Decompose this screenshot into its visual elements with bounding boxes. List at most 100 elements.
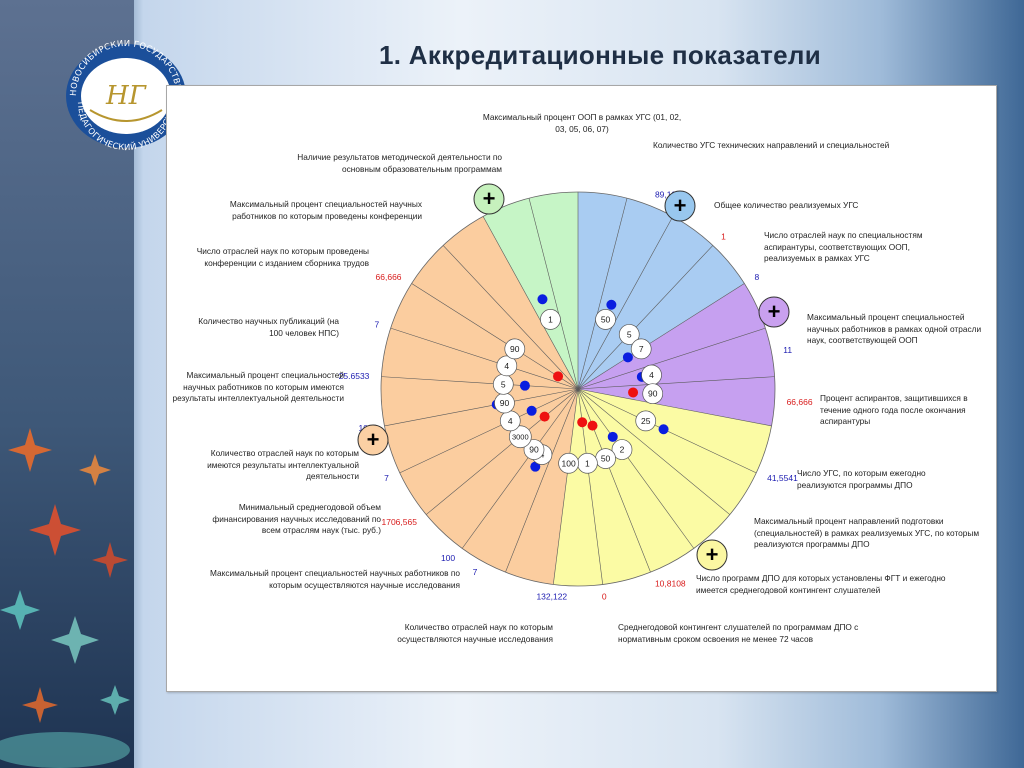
plus-badge-3 — [696, 539, 728, 571]
threshold-value-6: 2 — [620, 445, 625, 455]
university-logo: НОВОСИБИРСКИЙ ГОСУДАРСТВЕННЫЙ ПЕДАГОГИЧЕ… — [60, 40, 186, 152]
threshold-value-4: 90 — [648, 389, 658, 399]
spoke-line — [426, 388, 579, 515]
indicator-value-15: 25.6533 — [339, 371, 370, 381]
spoke-line — [381, 376, 579, 390]
indicator-value-1: 1 — [721, 232, 726, 242]
indicator-value-7: 10,8108 — [655, 578, 686, 588]
threshold-value-16: 4 — [504, 361, 509, 371]
indicator-value-8: 0 — [602, 591, 607, 601]
data-point-5 — [658, 424, 669, 435]
indicator-label-14: Максимальный процент специальностей науч… — [172, 370, 344, 403]
spoke-line — [577, 245, 714, 390]
indicator-label-2: Общее количество реализуемых УГС — [714, 200, 859, 210]
threshold-bubble-16 — [496, 355, 518, 377]
indicator-value-16: 7 — [374, 319, 379, 329]
threshold-value-14: 90 — [500, 398, 510, 408]
spoke-line — [528, 198, 579, 390]
threshold-bubble-17 — [504, 338, 526, 360]
spoke-line — [577, 388, 772, 427]
threshold-value-7: 50 — [601, 454, 611, 464]
threshold-bubble-11 — [523, 439, 545, 460]
indicator-value-12: 1706,565 — [382, 517, 418, 527]
threshold-bubble-2 — [630, 338, 652, 360]
indicator-value-11: 100 — [441, 553, 455, 563]
threshold-bubble-4 — [642, 383, 664, 405]
data-point-6 — [607, 431, 618, 442]
threshold-value-2: 7 — [639, 344, 644, 354]
indicator-label-13: Количество отраслей наук по которым имею… — [207, 448, 359, 481]
spoke-line — [505, 388, 579, 573]
data-point-2 — [622, 352, 633, 363]
threshold-value-11: 90 — [529, 445, 539, 455]
indicator-value-9: 132,122 — [536, 591, 567, 601]
indicator-label-18: Наличие результатов методической деятель… — [297, 152, 502, 174]
plus-badge-0 — [473, 183, 505, 215]
threshold-bubble-6 — [611, 439, 633, 460]
plus-badge-1 — [664, 190, 696, 222]
threshold-value-18: 1 — [548, 314, 553, 324]
threshold-bubble-12 — [508, 425, 532, 449]
threshold-bubble-9 — [558, 452, 579, 474]
threshold-value-17: 90 — [510, 344, 520, 354]
data-point-8 — [577, 417, 588, 428]
spoke-line — [442, 245, 579, 390]
indicator-value-13: 7 — [384, 473, 389, 483]
threshold-value-13: 4 — [508, 416, 513, 426]
indicator-label-15: Количество научных публикаций (на 100 че… — [198, 316, 339, 338]
data-point-17 — [553, 371, 564, 382]
spoke-line — [577, 198, 628, 390]
indicator-label-10: Количество отраслей наук по которым осущ… — [397, 622, 553, 644]
indicator-value-4: 66,666 — [787, 397, 813, 407]
plus-badge-symbol: + — [674, 193, 687, 218]
spoke-line — [577, 388, 730, 515]
indicator-label-11: Максимальный процент специальностей науч… — [210, 568, 460, 590]
indicator-label-3: Число отраслей наук по специальностям ас… — [764, 230, 923, 263]
threshold-value-1: 5 — [627, 329, 632, 339]
indicator-label-0: Максимальный процент ООП в рамках УГС (0… — [482, 112, 682, 134]
sector-blue-0 — [578, 192, 745, 389]
plus-badge-symbol: + — [367, 427, 380, 452]
spoke-line — [390, 327, 579, 390]
indicator-value-17: 66,666 — [376, 272, 402, 282]
data-point-10 — [530, 461, 541, 472]
plus-badge-symbol: + — [706, 542, 719, 567]
data-point-15 — [519, 380, 530, 391]
spoke-line — [577, 283, 745, 390]
spoke-line — [577, 216, 674, 390]
spoke-line — [577, 327, 766, 390]
indicator-label-8: Число программ ДПО для которых установле… — [696, 573, 946, 595]
data-point-7 — [587, 420, 598, 431]
spoke-line — [577, 388, 651, 573]
indicator-label-4: Максимальный процент специальностей науч… — [807, 312, 982, 345]
threshold-bubble-18 — [540, 309, 561, 330]
page-title: 1. Аккредитационные показатели — [379, 40, 821, 70]
logo-monogram: НГ — [105, 81, 147, 111]
radar-chart: 505749025250110049030004905490189,181811… — [339, 183, 813, 601]
indicator-value-3: 11 — [783, 345, 792, 355]
spoke-line — [461, 388, 579, 549]
indicator-label-17: Максимальный процент специальностей науч… — [229, 199, 422, 221]
indicator-label-7: Максимальный процент направлений подгото… — [754, 516, 980, 549]
indicator-value-10: 7 — [473, 567, 478, 577]
threshold-value-5: 25 — [641, 416, 651, 426]
spoke-line — [577, 388, 695, 549]
data-point-0 — [606, 299, 617, 310]
spoke-line — [577, 376, 775, 390]
plus-badge-symbol: + — [483, 186, 496, 211]
threshold-bubble-5 — [635, 410, 657, 432]
sector-green-4 — [483, 192, 578, 389]
threshold-value-15: 5 — [501, 379, 506, 389]
data-point-18 — [537, 294, 548, 305]
indicator-value-0: 89,18 — [655, 190, 677, 200]
threshold-value-12: 3000 — [512, 433, 529, 442]
outer-ring — [380, 191, 776, 587]
spoke-line — [553, 388, 579, 585]
data-point-4 — [628, 387, 639, 398]
indicator-label-6: Число УГС, по которым ежегодно реализуют… — [797, 468, 926, 490]
indicator-label-5: Процент аспирантов, защитившихся в течен… — [820, 393, 968, 426]
threshold-value-3: 4 — [649, 370, 654, 380]
data-point-13 — [526, 405, 537, 416]
threshold-bubble-1 — [618, 324, 640, 345]
sector-orange-3 — [380, 216, 578, 585]
